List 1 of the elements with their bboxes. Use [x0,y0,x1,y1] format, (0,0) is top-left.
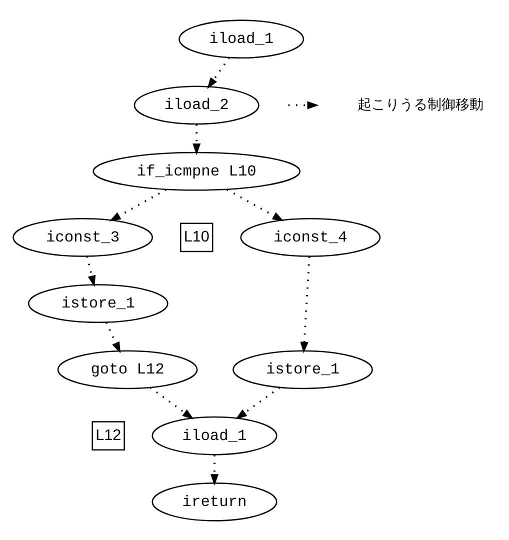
legend-label: 起こりうる制御移動 [357,96,484,112]
